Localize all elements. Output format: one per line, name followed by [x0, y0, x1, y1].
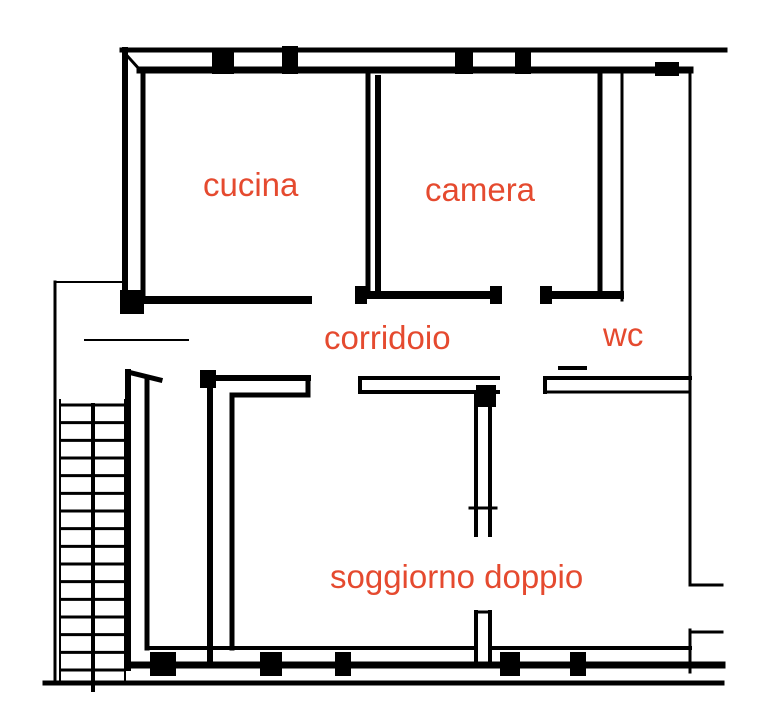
room-walls-upper — [124, 67, 624, 304]
window-marker — [515, 48, 531, 74]
window-marker — [150, 652, 176, 676]
window-marker — [260, 652, 282, 676]
room-label-cucina: cucina — [203, 166, 299, 203]
door-marker — [540, 286, 552, 304]
corridor-walls — [358, 366, 692, 394]
door-marker — [200, 370, 216, 388]
room-label-wc: wc — [603, 316, 644, 353]
stair-steps — [60, 403, 125, 672]
window-marker — [655, 62, 679, 76]
room-label-soggiorno-doppio: soggiorno doppio — [330, 558, 584, 595]
window-marker — [212, 48, 234, 74]
window-marker — [335, 652, 351, 676]
window-marker — [570, 652, 586, 676]
window-marker — [282, 46, 298, 74]
living-divider — [145, 390, 692, 662]
left-interior-walls — [124, 368, 311, 671]
door-marker — [476, 385, 496, 407]
window-markers — [120, 46, 679, 676]
window-marker — [455, 48, 473, 74]
door-marker — [120, 290, 144, 314]
stair-well — [53, 280, 189, 692]
room-label-corridoio: corridoio — [324, 319, 451, 356]
door-marker — [490, 286, 502, 304]
room-label-camera: camera — [425, 171, 536, 208]
left-door-jamb — [124, 368, 164, 384]
door-marker — [355, 286, 367, 304]
window-marker — [500, 652, 520, 676]
